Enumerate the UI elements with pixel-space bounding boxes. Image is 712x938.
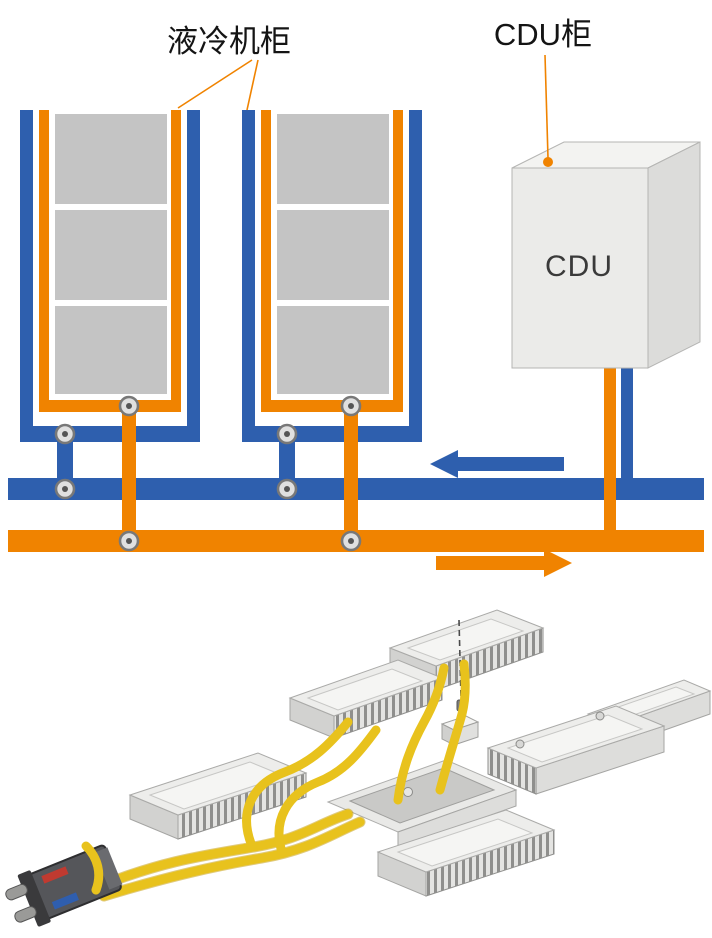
spring-screw-icon	[595, 711, 605, 721]
valve-icon	[118, 530, 140, 552]
coolant-tube	[274, 725, 381, 857]
cabinet1-blue-right	[187, 110, 200, 442]
valve-icon	[54, 478, 76, 500]
cold-port-marker	[51, 892, 79, 910]
label-cdu-cabinet: CDU柜	[494, 17, 592, 52]
leader-line-cabinet1	[177, 59, 253, 109]
module-top-inset	[406, 618, 525, 661]
valve-icon	[340, 395, 362, 417]
label-liquid-cooling-cabinet: 液冷机柜	[167, 24, 291, 59]
cabinet2-orange-right	[393, 110, 403, 412]
valve-icon	[118, 395, 140, 417]
coolant-tube	[393, 663, 449, 805]
liquid-cooling-cabinet-1	[20, 110, 200, 442]
hot-port-marker	[41, 866, 69, 884]
server-assembly-illustration	[5, 609, 712, 927]
cabinet1-blue-left	[20, 110, 33, 442]
leader-line-cabinet2	[246, 59, 259, 111]
cabinet1-blue-bottom	[20, 426, 200, 442]
port-nozzle	[5, 883, 28, 901]
cabinet1-orange-drop	[122, 410, 136, 538]
connector-faceplate	[17, 870, 51, 927]
cabinet1-orange-left	[39, 110, 49, 412]
module-top-inset	[306, 668, 424, 711]
cdu-face-label: CDU	[545, 250, 613, 283]
cdu-blue-drop	[621, 366, 633, 482]
cabinet2-blue-right	[409, 110, 422, 442]
cabinet2-blue-left	[242, 110, 255, 442]
server-module-right	[486, 705, 666, 795]
spring-screw-icon	[403, 787, 413, 797]
server-module-upper-left	[288, 659, 444, 739]
alignment-dashed-line	[458, 619, 462, 699]
cabinet1-orange-right	[171, 110, 181, 412]
cabinet1-blue-drop	[57, 440, 73, 482]
cabinet2-orange-drop	[344, 410, 358, 538]
cabinet1-server-1	[55, 114, 167, 204]
liquid-cooling-cabinet-2	[242, 110, 422, 442]
leader-dot	[543, 157, 553, 167]
cabinet2-server-1	[277, 114, 389, 204]
cabinet2-server-3	[277, 306, 389, 394]
coolant-tube-strap	[81, 841, 104, 895]
valve-icon	[276, 423, 298, 445]
coolant-tube	[95, 809, 353, 891]
cdu-right-face	[647, 141, 701, 369]
flow-arrow-right-icon	[436, 549, 572, 577]
cabinet2-orange-left	[261, 110, 271, 412]
cabinet1-orange-bottom	[39, 400, 181, 412]
server-module-bottom	[376, 809, 556, 897]
tray-cavity	[348, 767, 496, 824]
coolant-tube	[99, 817, 365, 901]
coolant-tube	[242, 717, 353, 851]
module-top-inset	[396, 818, 534, 867]
coldplate-tray	[326, 759, 518, 849]
cabinet1-server-3	[55, 306, 167, 394]
cdu-front-face	[511, 167, 649, 369]
cdu-orange-drop	[604, 366, 616, 534]
port-nozzle	[14, 906, 37, 923]
cabinet1-server-2	[55, 210, 167, 300]
cabinet2-blue-bottom	[242, 426, 422, 442]
module-top-inset	[506, 714, 644, 763]
spring-screw-icon	[515, 739, 525, 749]
coolant-tube	[435, 659, 470, 795]
quick-connector	[5, 844, 123, 927]
piping-schematic: CDU 液冷机柜 CDU柜	[8, 17, 704, 577]
cabinet2-orange-bottom	[261, 400, 403, 412]
leader-line-cdu	[544, 54, 549, 159]
server-module-left	[128, 752, 308, 840]
valve-icon	[340, 530, 362, 552]
cdu-box: CDU	[511, 141, 701, 369]
valve-icon	[54, 423, 76, 445]
coolant-tubes	[94, 659, 470, 902]
flow-arrow-left-icon	[430, 450, 564, 478]
cabinet2-server-2	[277, 210, 389, 300]
valve-icon	[276, 478, 298, 500]
cabinet2-blue-drop	[279, 440, 295, 482]
tray-front	[397, 789, 517, 849]
connector-rear	[94, 847, 123, 890]
